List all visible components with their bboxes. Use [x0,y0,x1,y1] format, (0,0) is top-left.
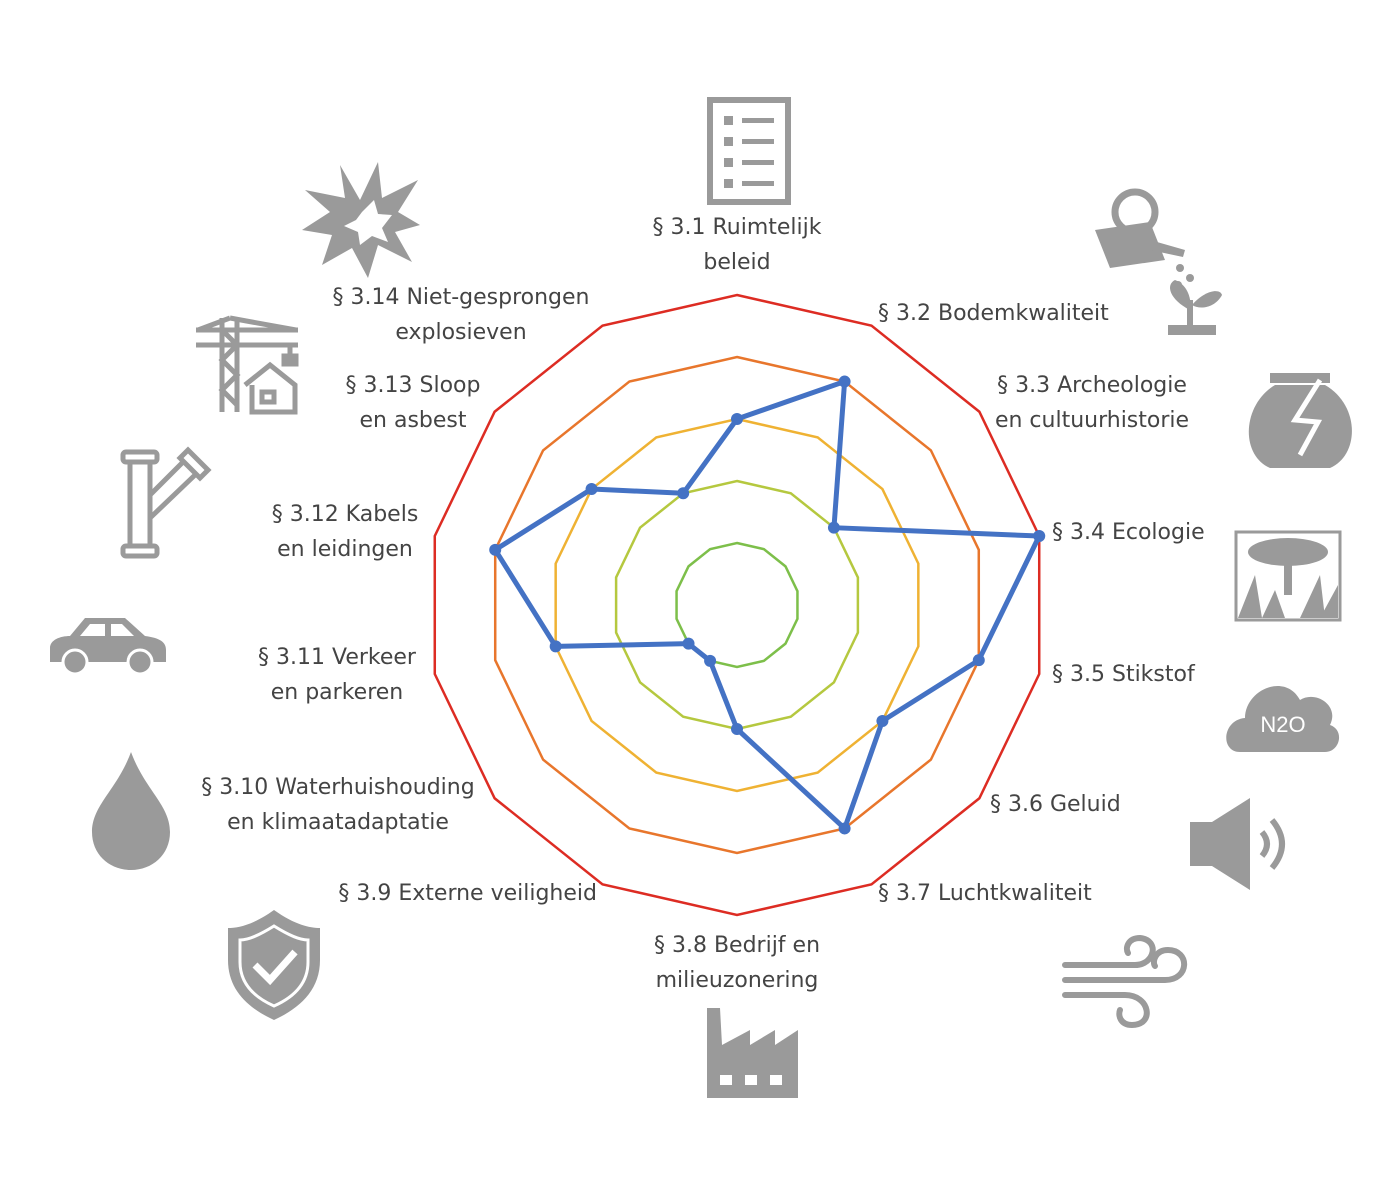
axis-label-line: § 3.6 Geluid [990,792,1121,817]
axis-label-line: en leidingen [277,537,413,562]
axis-label: § 3.7 Luchtkwaliteit [878,876,1092,911]
axis-label: § 3.1 Ruimtelijk beleid [653,210,822,280]
axis-label: § 3.13 Sloop en asbest [346,368,481,438]
water-drop-icon [92,752,170,870]
axis-label: § 3.9 Externe veiligheid [338,876,597,911]
axis-label: § 3.3 Archeologie en cultuurhistorie [995,368,1189,438]
axis-label: § 3.14 Niet-gesprongen explosieven [333,280,590,350]
axis-label-line: § 3.10 Waterhuishouding [201,775,475,800]
data-point [489,543,502,556]
watering-can-plant-icon [1095,188,1222,335]
explosion-icon [302,162,420,278]
axis-label-line: § 3.8 Bedrijf en [653,933,821,958]
data-point [549,640,562,653]
shield-check-icon [228,910,320,1020]
checklist-icon [707,97,791,205]
axis-label-line: explosieven [395,320,527,345]
axis-label: § 3.2 Bodemkwaliteit [878,296,1109,331]
axis-label-line: § 3.3 Archeologie [997,373,1187,398]
axis-label: § 3.4 Ecologie [1052,515,1205,550]
axis-label-line: § 3.9 Externe veiligheid [338,881,597,906]
grid-ring-1 [675,541,799,669]
data-point [838,375,851,388]
axis-label-line: en parkeren [270,680,404,705]
grid-ring-2 [614,479,860,731]
axis-label: § 3.5 Stikstof [1052,657,1195,692]
data-point [1033,530,1046,543]
wind-icon [1062,934,1188,1029]
axis-label-line: en cultuurhistorie [994,408,1190,433]
factory-icon [707,1008,798,1098]
axis-label-line: milieuzonering [655,968,819,993]
data-point [731,413,743,425]
data-point [827,521,840,534]
axis-label-line: § 3.12 Kabels [271,502,419,527]
data-point [677,487,690,500]
crane-house-icon [196,315,299,415]
axis-label-line: § 3.14 Niet-gesprongen [332,285,590,310]
axis-label-line: en klimaatadaptatie [227,810,449,835]
axis-label-line: § 3.5 Stikstof [1052,662,1195,687]
data-point [972,654,985,667]
nature-icon [1234,530,1342,622]
data-point [704,654,717,667]
axis-label: § 3.10 Waterhuishouding en klimaatadaptat… [201,770,474,840]
data-point [682,637,695,650]
series-line [492,379,1042,831]
axis-label-line: § 3.7 Luchtkwaliteit [878,881,1092,906]
data-point [585,483,598,496]
data-point [731,723,743,735]
axis-label-line: § 3.13 Sloop [345,373,481,398]
grid-ring-3 [554,417,920,793]
axis-label: § 3.12 Kabels en leidingen [272,497,419,567]
axis-label: § 3.8 Bedrijf en milieuzonering [654,928,820,998]
pipe-icon [120,446,212,559]
data-point [838,822,851,835]
axis-label-line: § 3.2 Bodemkwaliteit [878,301,1109,326]
axis-label-line: en asbest [359,408,467,433]
broken-pot-icon [1248,373,1352,468]
n2o-text: N2O [1260,712,1305,737]
axis-label-line: § 3.11 Verkeer [258,645,416,670]
n2o-cloud-icon: N2O [1226,685,1340,752]
axis-label-line: beleid [703,250,771,275]
data-point [876,714,889,727]
grid-ring-5 [433,293,1041,917]
speaker-icon [1190,798,1285,890]
axis-label-line: § 3.1 Ruimtelijk [652,215,822,240]
axis-label-line: § 3.4 Ecologie [1052,520,1205,545]
axis-label: § 3.6 Geluid [990,787,1121,822]
car-icon [50,618,166,676]
grid-ring-4 [493,355,981,855]
axis-label: § 3.11 Verkeer en parkeren [258,640,416,710]
